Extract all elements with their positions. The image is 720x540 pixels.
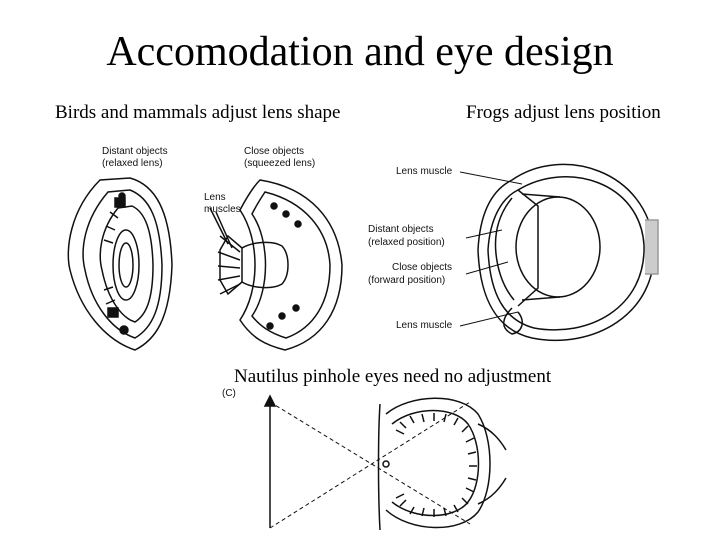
light-ray-lines xyxy=(269,401,471,529)
label-frog-distant: Distant objects xyxy=(368,224,434,235)
lens-shape-diagram: Distant objects (relaxed lens) Close obj… xyxy=(67,146,343,351)
label-lens-muscle-bottom: Lens muscle xyxy=(396,320,453,331)
caption-nautilus: Nautilus pinhole eyes need no adjustment xyxy=(234,366,552,387)
relaxed-eye-drawing xyxy=(67,177,173,351)
label-lens: Lens xyxy=(204,192,226,203)
frog-eye-drawing xyxy=(477,163,659,342)
caption-birds-mammals: Birds and mammals adjust lens shape xyxy=(55,102,341,123)
label-muscles: muscles xyxy=(204,204,241,215)
frog-leader-lines xyxy=(459,171,523,327)
label-squeezed-lens: (squeezed lens) xyxy=(244,158,315,169)
object-arrow xyxy=(263,394,277,528)
slide-title: Accomodation and eye design xyxy=(106,29,614,75)
label-panel-c: (C) xyxy=(222,388,236,399)
label-relaxed-lens: (relaxed lens) xyxy=(102,158,163,169)
pinhole-eye-diagram: (C) xyxy=(222,388,507,531)
lens-position-diagram: Lens muscle Distant objects (relaxed pos… xyxy=(368,163,659,342)
label-frog-forward: (forward position) xyxy=(368,275,445,286)
label-distant-objects: Distant objects xyxy=(102,146,168,157)
pinhole-eye-drawing xyxy=(377,397,507,531)
squeezed-eye-drawing xyxy=(209,179,343,351)
label-frog-relaxed: (relaxed position) xyxy=(368,237,445,248)
label-lens-muscle-top: Lens muscle xyxy=(396,166,453,177)
label-frog-close: Close objects xyxy=(392,262,452,273)
label-close-objects: Close objects xyxy=(244,146,304,157)
caption-frogs: Frogs adjust lens position xyxy=(466,102,661,123)
